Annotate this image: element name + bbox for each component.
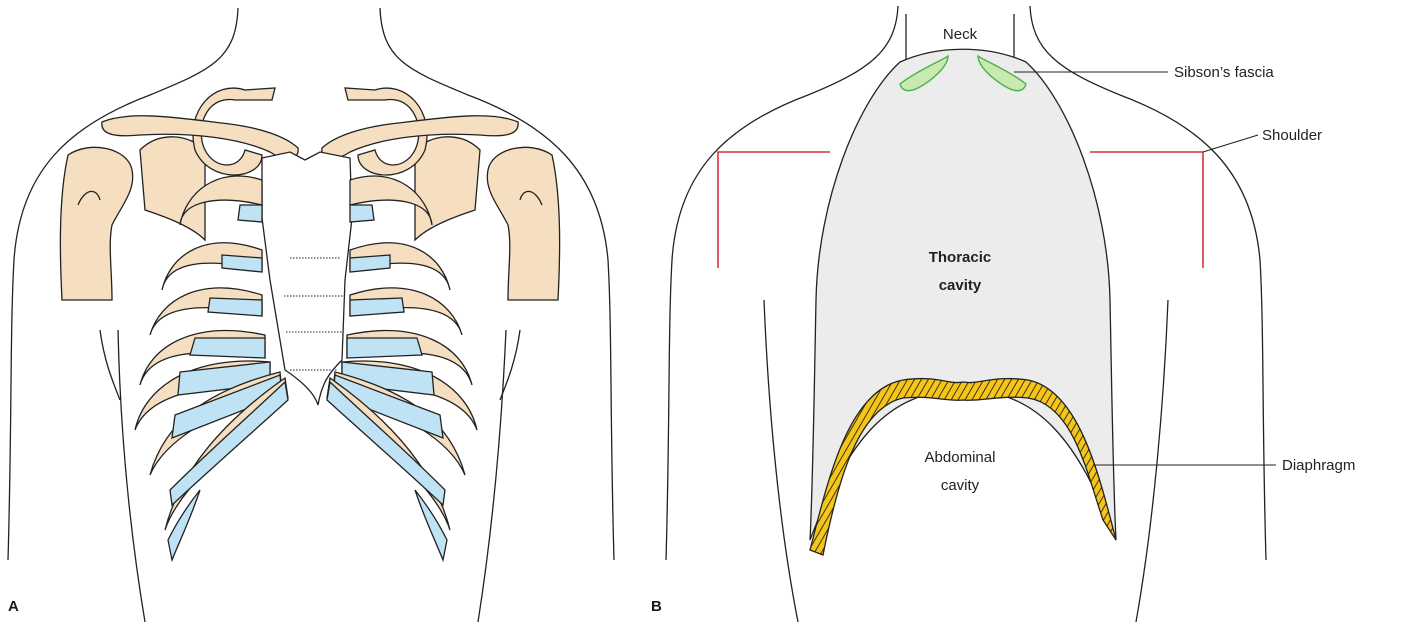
label-abdominal-line2: cavity <box>941 477 980 494</box>
sternum <box>262 152 352 405</box>
label-abdominal-line1: Abdominal <box>925 449 996 466</box>
panel-letter-b: B <box>651 598 662 615</box>
label-thoracic-line1: Thoracic <box>929 249 992 266</box>
label-neck: Neck <box>943 26 978 43</box>
label-sibsons-fascia: Sibson’s fascia <box>1174 64 1274 81</box>
label-shoulder: Shoulder <box>1262 127 1322 144</box>
label-thoracic-line2: cavity <box>939 277 982 294</box>
panel-letter-a: A <box>8 598 19 615</box>
thoracic-cavity-shape <box>810 49 1116 540</box>
label-diaphragm: Diaphragm <box>1282 457 1355 474</box>
panel-b-cavities: Neck Sibson’s fascia Shoulder Thoracic c… <box>648 0 1408 622</box>
panel-a-ribcage <box>0 0 700 622</box>
